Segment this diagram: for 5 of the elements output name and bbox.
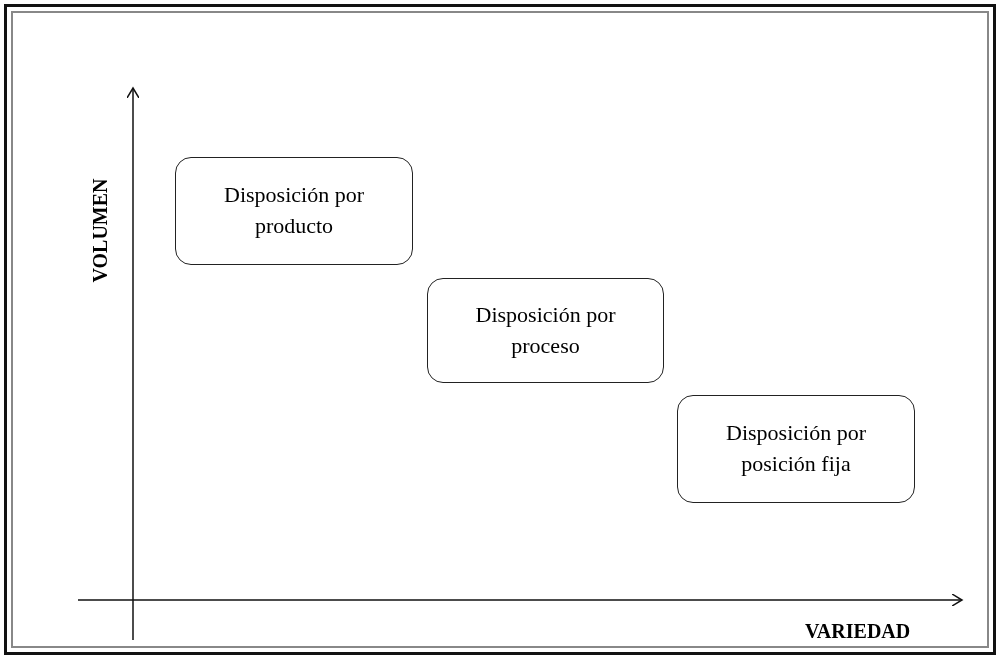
- layout-box: Disposición por proceso: [427, 278, 664, 383]
- layout-box: Disposición por posición fija: [677, 395, 915, 503]
- axis-label: VARIEDAD: [805, 620, 911, 643]
- axis-label: VOLUMEN: [88, 178, 112, 282]
- layout-box: Disposición por producto: [175, 157, 413, 265]
